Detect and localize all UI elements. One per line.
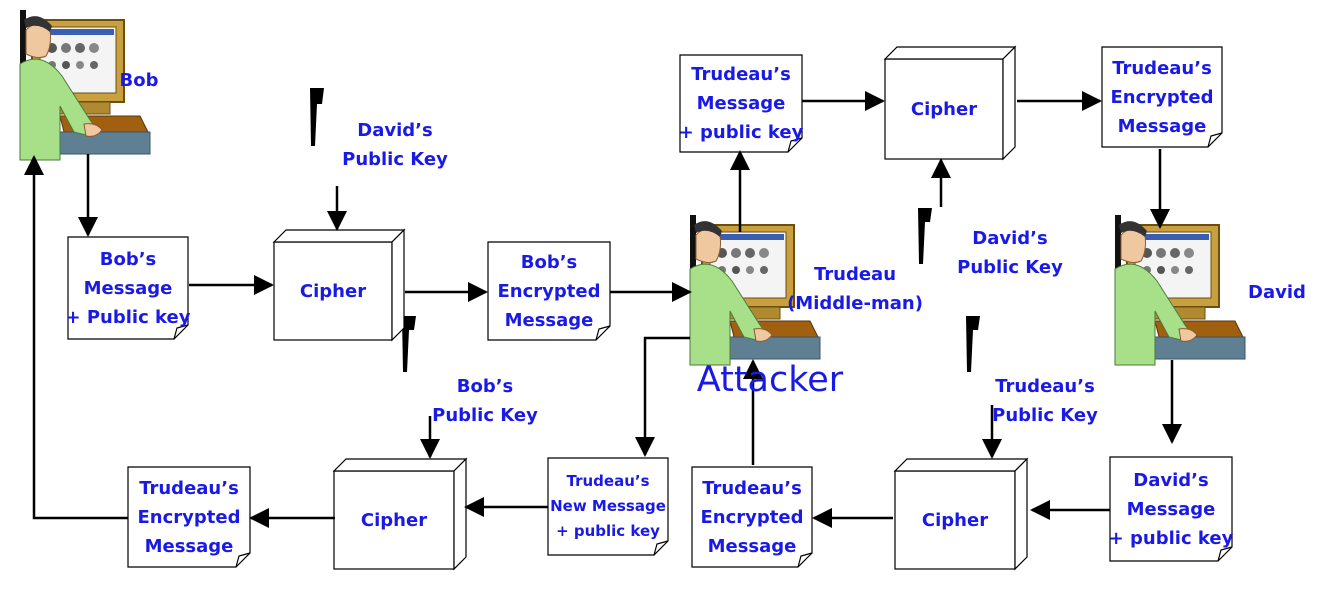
david-public-key-line1: David’s [357,120,433,141]
cipher-cube-cipher-2 [883,45,1017,161]
david-public-key-label: David’s Public Key [325,116,465,174]
david-computer-icon [1114,214,1246,366]
david-public-key-top-line2: Public Key [957,257,1063,278]
attacker-role-label: Trudeau (Middle-man) [770,260,940,318]
document-line: Encrypted [1110,86,1214,108]
document-line: Trudeau’s [702,477,802,499]
document-line: Message [83,277,173,299]
david-public-key-top-line1: David’s [972,228,1048,249]
document-line: Message [696,93,786,114]
document-line: Encrypted [700,506,804,528]
document-bob-encrypted [487,241,611,341]
document-line: + public key [1108,527,1234,549]
document-line: + public key [678,122,804,143]
document-line: Message [504,309,594,331]
bob-label: Bob [119,70,159,91]
bob-public-key-line2: Public Key [432,405,538,426]
document-line: Message [1126,498,1216,520]
document-line: Bob’s [520,251,578,273]
document-line: Trudeau’s [139,477,239,499]
document-line: David’s [1133,469,1209,491]
ciphers-layer [272,45,1029,571]
document-line: + public key [556,522,660,540]
document-line: Trudeau’s [566,472,650,490]
document-line: New Message [550,497,666,515]
document-line: Trudeau’s [1112,57,1212,79]
cipher-label-cipher-4: Cipher [360,509,428,531]
document-line: Encrypted [497,280,601,302]
cipher-label-cipher-2: Cipher [910,98,978,120]
key-stub-icons [310,88,980,372]
david-label: David [1248,282,1306,303]
document-line: Message [144,535,234,557]
document-trudeau-message [679,54,803,153]
document-trudeau-encrypted-bottom [127,466,251,568]
flow-arrows [24,91,1182,528]
cipher-cube-cipher-1 [272,228,406,342]
document-line: Message [707,535,797,557]
document-line: Trudeau’s [691,64,791,85]
documents-layer [67,46,1233,568]
cipher-label-cipher-1: Cipher [299,280,367,302]
cipher-cube-cipher-3 [893,457,1029,571]
cipher-label-cipher-3: Cipher [921,509,989,531]
attacker-role: (Middle-man) [787,293,923,314]
attacker-caption: Attacker [696,360,844,400]
document-line: Encrypted [137,506,241,528]
bob-public-key-label: Bob’s Public Key [415,372,555,430]
trudeau-public-key-label: Trudeau’s Public Key [975,372,1115,430]
cipher-cube-cipher-4 [332,457,468,571]
david-public-key-line2: Public Key [342,149,448,170]
document-trudeau-encrypted-top [1101,46,1223,148]
document-david-message [1109,456,1233,562]
trudeau-public-key-line2: Public Key [992,405,1098,426]
trudeau-public-key-line1: Trudeau’s [995,376,1095,397]
attacker-name: Trudeau [813,264,897,285]
document-line: Bob’s [99,248,157,270]
document-line: Message [1117,115,1207,137]
document-trudeau-encrypted-mid [691,466,813,568]
document-line: + Public key [65,306,191,328]
document-bob-message [67,236,189,340]
david-public-key-top-label: David’s Public Key [940,224,1080,282]
document-trudeau-new-message [547,457,669,556]
bob-public-key-line1: Bob’s [456,376,514,397]
